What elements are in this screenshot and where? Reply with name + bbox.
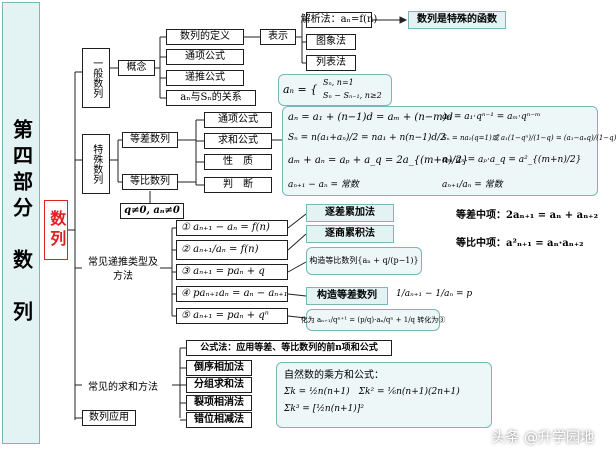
- arith-prop-formula: aₘ + aₙ = aₚ + a_q = 2a_{(m+n)/2}: [288, 155, 469, 166]
- analytic-method-box: 解析法：aₙ=f(n): [301, 12, 377, 28]
- misplace-sub-label: 错位相减法: [194, 414, 244, 426]
- method-arith-construct-box: 构造等差数列: [306, 287, 388, 305]
- an-sn-case-1: Sₙ, n=1: [323, 78, 354, 87]
- represent-box: 表示: [260, 29, 296, 45]
- general-term-label: 通项公式: [185, 51, 225, 63]
- recursion-type-4: ④ paₙ₊₁aₙ = aₙ − aₙ₊₁: [176, 286, 288, 302]
- geom-term-formula: aₙ = a₁·qⁿ⁻¹ = aₘ·qⁿ⁻ᵐ: [442, 112, 541, 122]
- geom-label: 等比数列: [130, 176, 170, 188]
- prop-term-label: 通项公式: [218, 114, 258, 126]
- method-sum-diff-label: 逐差累加法: [325, 207, 375, 219]
- application-label: 数列应用: [89, 412, 129, 424]
- application-box: 数列应用: [82, 410, 136, 426]
- sum-methods-label: 常见的求和方法: [88, 382, 158, 393]
- table-method-box: 列表法: [306, 55, 356, 71]
- method-prod-quot-label: 逐商累积法: [325, 228, 375, 240]
- geom-condition-box: q≠0, aₙ≠0: [120, 203, 184, 219]
- arith-judge-formula: aₙ₊₁ − aₙ = 常数: [288, 180, 359, 190]
- arith-label: 等差数列: [130, 134, 170, 146]
- geom-mid-term: 等比中项：a²ₙ₊₁ = aₙ·aₙ₊₂: [456, 238, 584, 249]
- split-cancel-box: 裂项相消法: [186, 395, 252, 411]
- arith-box: 等差数列: [122, 132, 178, 148]
- section-label-box: 数列: [44, 200, 68, 260]
- natural-power-title: 自然数的乘方和公式：: [284, 370, 384, 381]
- prop-sum-box: 求和公式: [204, 133, 272, 149]
- analytic-method-label: 解析法：aₙ=f(n): [300, 14, 378, 26]
- part-title-panel: 第四部分 数 列: [2, 2, 40, 444]
- geom-condition-label: q≠0, aₙ≠0: [124, 205, 180, 217]
- recursion-type-4-label: ④ paₙ₊₁aₙ = aₙ − aₙ₊₁: [181, 288, 288, 300]
- recursion-label: 常见递推类型及方法: [88, 257, 158, 282]
- definition-label: 数列的定义: [180, 31, 230, 43]
- an-sn-relation-label: aₙ与Sₙ的关系: [180, 92, 242, 104]
- an-sn-relation-box: aₙ与Sₙ的关系: [166, 90, 256, 106]
- method-transform-label: 化为 aₙ₊₁/qⁿ⁺¹ = (p/q)·aₙ/qⁿ + 1/q 转化为③: [300, 315, 446, 324]
- geom-judge-formula: aₙ₊₁/aₙ = 常数: [442, 180, 503, 190]
- concept-box: 概念: [118, 60, 155, 76]
- method-geom-construct-box: 构造等比数列{aₙ + q/(p−1)}: [306, 247, 422, 275]
- geom-box: 等比数列: [122, 174, 178, 190]
- formula-method-label: 公式法：应用等差、等比数列的前n项和公式: [200, 342, 378, 353]
- general-sequence-box: 一般数列: [82, 48, 110, 108]
- prop-judge-label: 判 断: [223, 179, 253, 191]
- prop-term-box: 通项公式: [204, 112, 272, 128]
- section-label: 数列: [47, 210, 67, 250]
- reverse-add-label: 倒序相加法: [194, 362, 244, 374]
- recursion-type-3-label: ③ aₙ₊₁ = paₙ + q: [181, 266, 265, 278]
- method-arith-construct-label: 构造等差数列: [317, 290, 377, 302]
- definition-box: 数列的定义: [166, 29, 244, 45]
- recursive-formula-box: 递推公式: [166, 70, 244, 86]
- recursion-type-2: ② aₙ₊₁/aₙ = f(n): [176, 240, 288, 260]
- arith-sum-formula: Sₙ = n(a₁+aₙ)/2 = na₁ + n(n−1)d/2: [288, 133, 446, 143]
- special-function-box: 数列是特殊的函数: [408, 11, 506, 29]
- watermark: 头条 @升学园地: [491, 430, 594, 446]
- geom-prop-formula: aₘ·aₙ = aₚ·a_q = a²_{(m+n)/2}: [442, 155, 582, 165]
- graph-method-label: 图象法: [316, 36, 346, 48]
- prop-nature-label: 性 质: [223, 156, 253, 168]
- general-sequence-label: 一般数列: [90, 58, 102, 98]
- special-sequence-label: 特殊数列: [90, 144, 102, 184]
- method-geom-construct-label: 构造等比数列{aₙ + q/(p−1)}: [309, 256, 419, 266]
- method-sum-diff-box: 逐差累加法: [306, 204, 394, 222]
- geom-sum-formula: Sₙ = na₁(q=1)或 a₁(1−qⁿ)/(1−q) = (a₁−aₙq)…: [442, 134, 616, 142]
- split-cancel-label: 裂项相消法: [194, 397, 244, 409]
- natural-power-panel: [276, 362, 492, 428]
- an-sn-formula-panel: aₙ = { Sₙ, n=1 Sₙ − Sₙ₋₁, n≥2: [278, 74, 392, 106]
- arith-construct-eq: 1/aₙ₊₁ − 1/aₙ = p: [396, 289, 473, 299]
- recursion-type-2-label: ② aₙ₊₁/aₙ = f(n): [181, 244, 259, 256]
- formula-method-box: 公式法：应用等差、等比数列的前n项和公式: [186, 340, 392, 356]
- recursion-type-1-label: ① aₙ₊₁ − aₙ = f(n): [181, 222, 270, 234]
- arith-mid-term: 等差中项：2aₙ₊₁ = aₙ + aₙ₊₂: [456, 210, 598, 221]
- reverse-add-box: 倒序相加法: [186, 360, 252, 376]
- an-symbol: aₙ = {: [283, 83, 318, 96]
- prop-judge-box: 判 断: [204, 177, 272, 193]
- general-term-box: 通项公式: [166, 49, 244, 65]
- group-sum-label: 分组求和法: [194, 379, 244, 391]
- misplace-sub-box: 错位相减法: [186, 412, 252, 428]
- special-sequence-box: 特殊数列: [82, 134, 110, 194]
- concept-label: 概念: [126, 62, 147, 74]
- recursion-type-1: ① aₙ₊₁ − aₙ = f(n): [176, 220, 288, 236]
- method-transform-box: 化为 aₙ₊₁/qⁿ⁺¹ = (p/q)·aₙ/qⁿ + 1/q 转化为③: [301, 309, 445, 331]
- method-prod-quot-box: 逐商累积法: [306, 225, 394, 243]
- recursive-formula-label: 递推公式: [185, 72, 225, 84]
- represent-label: 表示: [268, 31, 288, 43]
- prop-nature-box: 性 质: [204, 154, 272, 170]
- formula-panel: [282, 106, 598, 196]
- graph-method-box: 图象法: [306, 34, 356, 50]
- recursion-type-3: ③ aₙ₊₁ = paₙ + q: [176, 264, 288, 280]
- prop-sum-label: 求和公式: [218, 135, 258, 147]
- recursion-type-5: ⑤ aₙ₊₁ = paₙ + qⁿ: [176, 308, 288, 324]
- recursion-type-5-label: ⑤ aₙ₊₁ = paₙ + qⁿ: [181, 310, 269, 322]
- natural-power-formula-1: Σk = ½n(n+1) Σk² = ⅙n(n+1)(2n+1): [284, 387, 460, 397]
- natural-power-formula-2: Σk³ = [½n(n+1)]²: [284, 404, 364, 414]
- part-title: 第四部分 数 列: [9, 119, 34, 327]
- an-sn-case-2: Sₙ − Sₙ₋₁, n≥2: [323, 91, 382, 100]
- special-function-label: 数列是特殊的函数: [417, 14, 497, 26]
- table-method-label: 列表法: [316, 57, 346, 69]
- arith-term-formula: aₙ = a₁ + (n−1)d = aₘ + (n−m)d: [288, 112, 453, 123]
- group-sum-box: 分组求和法: [186, 377, 252, 393]
